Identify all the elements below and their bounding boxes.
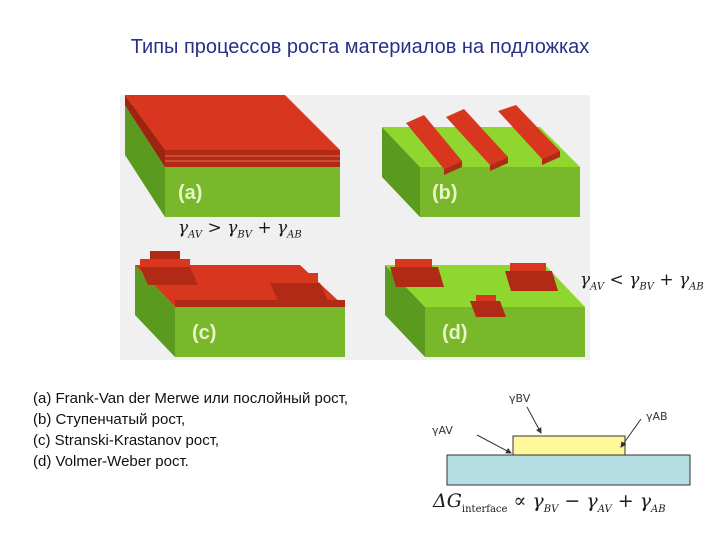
panel-c-block: (c) xyxy=(135,251,345,357)
panel-b-stripe-1 xyxy=(406,115,462,169)
gamma-av-arrow xyxy=(476,434,512,454)
panel-d-island-1 xyxy=(390,267,444,287)
panel-b-stripe-2 xyxy=(446,109,508,165)
panel-c-island-2 xyxy=(270,283,328,301)
interface-energy-equation: ΔGinterface ∝ γBV − γAV + γAB xyxy=(433,490,666,515)
gamma-bv-label: γBV xyxy=(509,392,531,405)
gamma-ab-label: γAB xyxy=(646,410,668,423)
growth-modes-illustration: (a) (b) (c) (d) xyxy=(120,95,590,360)
panel-b-label: (b) xyxy=(432,182,458,204)
gamma-av-label: γAV xyxy=(432,424,453,437)
panel-d-island-2 xyxy=(505,271,558,291)
legend-item: (c) Stranski-Krastanov рост, xyxy=(33,432,220,449)
panel-d-island-3 xyxy=(470,301,506,317)
panel-d-block: (d) xyxy=(385,259,585,357)
panel-b-stripe-3 xyxy=(498,105,560,159)
growth-mode-legend: (a) Frank-Van der Merwe или послойный ро… xyxy=(33,388,348,472)
gamma-bv-arrow xyxy=(526,406,542,434)
legend-item: (a) Frank-Van der Merwe или послойный ро… xyxy=(33,390,349,407)
substrate-block xyxy=(446,454,691,486)
panel-d-label: (d) xyxy=(442,322,468,344)
layer-growth-condition: γAV > γBV + γAB xyxy=(178,218,302,241)
island-growth-condition: γAV < γBV + γAB xyxy=(580,270,704,293)
panel-c-label: (c) xyxy=(192,322,216,344)
legend-item: (d) Volmer-Weber рост. xyxy=(33,453,189,470)
panel-b-block: (b) xyxy=(382,105,580,217)
deposit-block xyxy=(512,435,626,456)
legend-item: (b) Ступенчатый рост, xyxy=(33,411,186,428)
page-title: Типы процессов роста материалов на подло… xyxy=(130,36,590,58)
interface-energy-diagram xyxy=(446,406,691,486)
gamma-ab-arrow xyxy=(620,418,642,448)
panel-a-label: (a) xyxy=(178,182,202,204)
panel-c-island-1 xyxy=(140,267,198,285)
panel-a-block: (a) xyxy=(125,95,340,217)
